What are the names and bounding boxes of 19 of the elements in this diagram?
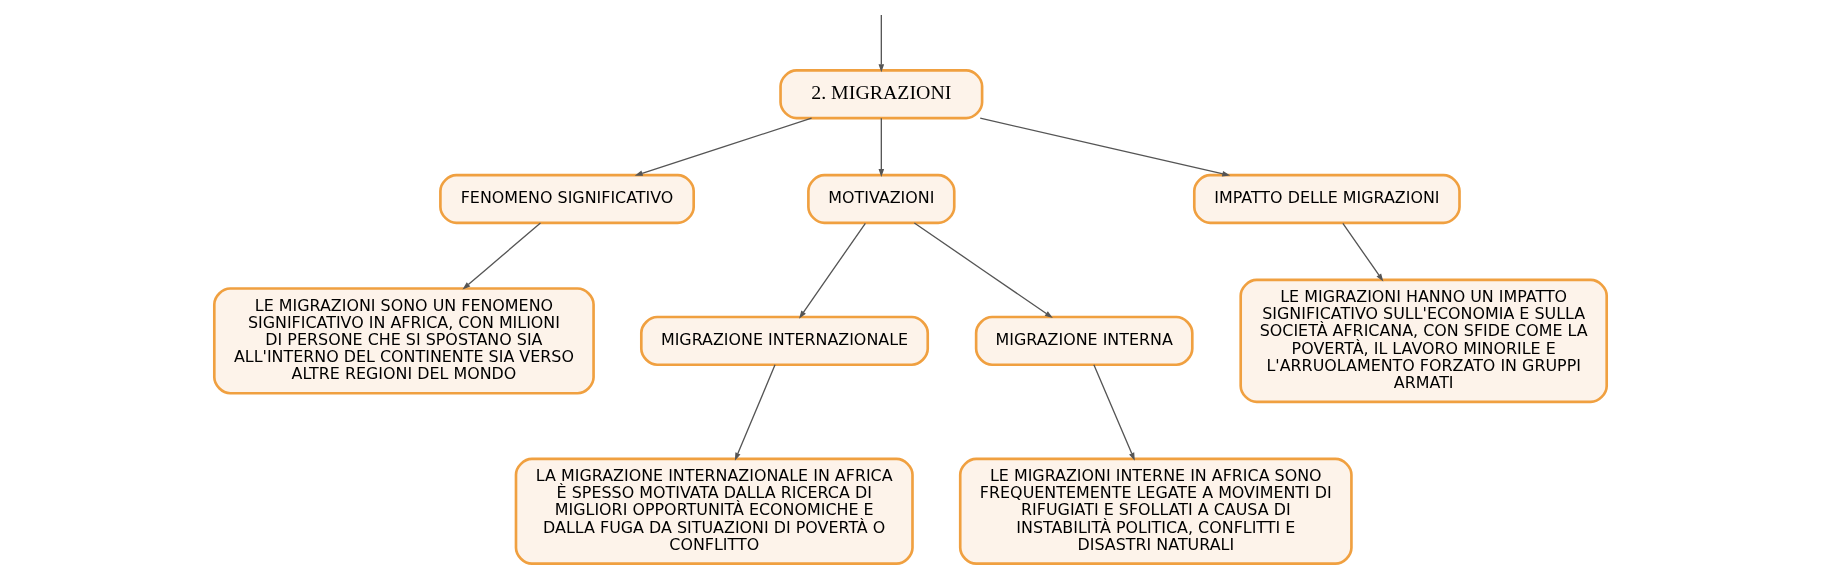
arrow: [878, 14, 885, 73]
arrow: [913, 222, 1053, 318]
node-box: FENOMENO SIGNIFICATIVO: [439, 173, 695, 225]
node-box: LA MIGRAZIONE INTERNAZIONALE IN AFRICA È SPESSO MOTIVATA DALLA RICERCA DI MIGLIORI OPPORTUNITÀ ECONOMICHE E DALLA FUGA DA SITUAZIONI DI POVERTÀ O CONFLITTO: [514, 457, 914, 565]
node-box: LE MIGRAZIONI INTERNE IN AFRICA SONO FREQUENTEMENTE LEGATE A MOVIMENTI DI RIFUGIATI E SFOLLATI A CAUSA DI INSTABILITÀ POLITICA, CONFLITTI E DISASTRI NATURALI: [958, 457, 1353, 565]
arrow: [979, 117, 1231, 177]
arrow: [1342, 222, 1384, 282]
arrow: [878, 117, 885, 178]
arrow: [734, 364, 776, 461]
node-box: LE MIGRAZIONI SONO UN FENOMENO SIGNIFICATIVO IN AFRICA, CON MILIONI DI PERSONE CHE SI SPOSTANO SIA ALL'INTERNO DEL CONTINENTE SIA VERSO ALTRE REGIONI DEL MONDO: [212, 287, 595, 395]
arrow: [634, 117, 813, 176]
node-box: MIGRAZIONE INTERNA: [974, 315, 1194, 367]
node-box: 2. MIGRAZIONI: [779, 69, 984, 120]
arrow: [1093, 364, 1135, 461]
arrow: [799, 222, 866, 319]
arrow: [462, 222, 542, 290]
node-box: LE MIGRAZIONI HANNO UN IMPATTO SIGNIFICATIVO SULL'ECONOMIA E SULLA SOCIETÀ AFRICANA, CON SFIDE COME LA POVERTÀ, IL LAVORO MINORILE E L'ARRUOLAMENTO FORZATO IN GRUPPI ARMATI: [1239, 278, 1609, 404]
node-box: MIGRAZIONE INTERNAZIONALE: [639, 315, 930, 367]
node-box: MOTIVAZIONI: [807, 173, 956, 225]
